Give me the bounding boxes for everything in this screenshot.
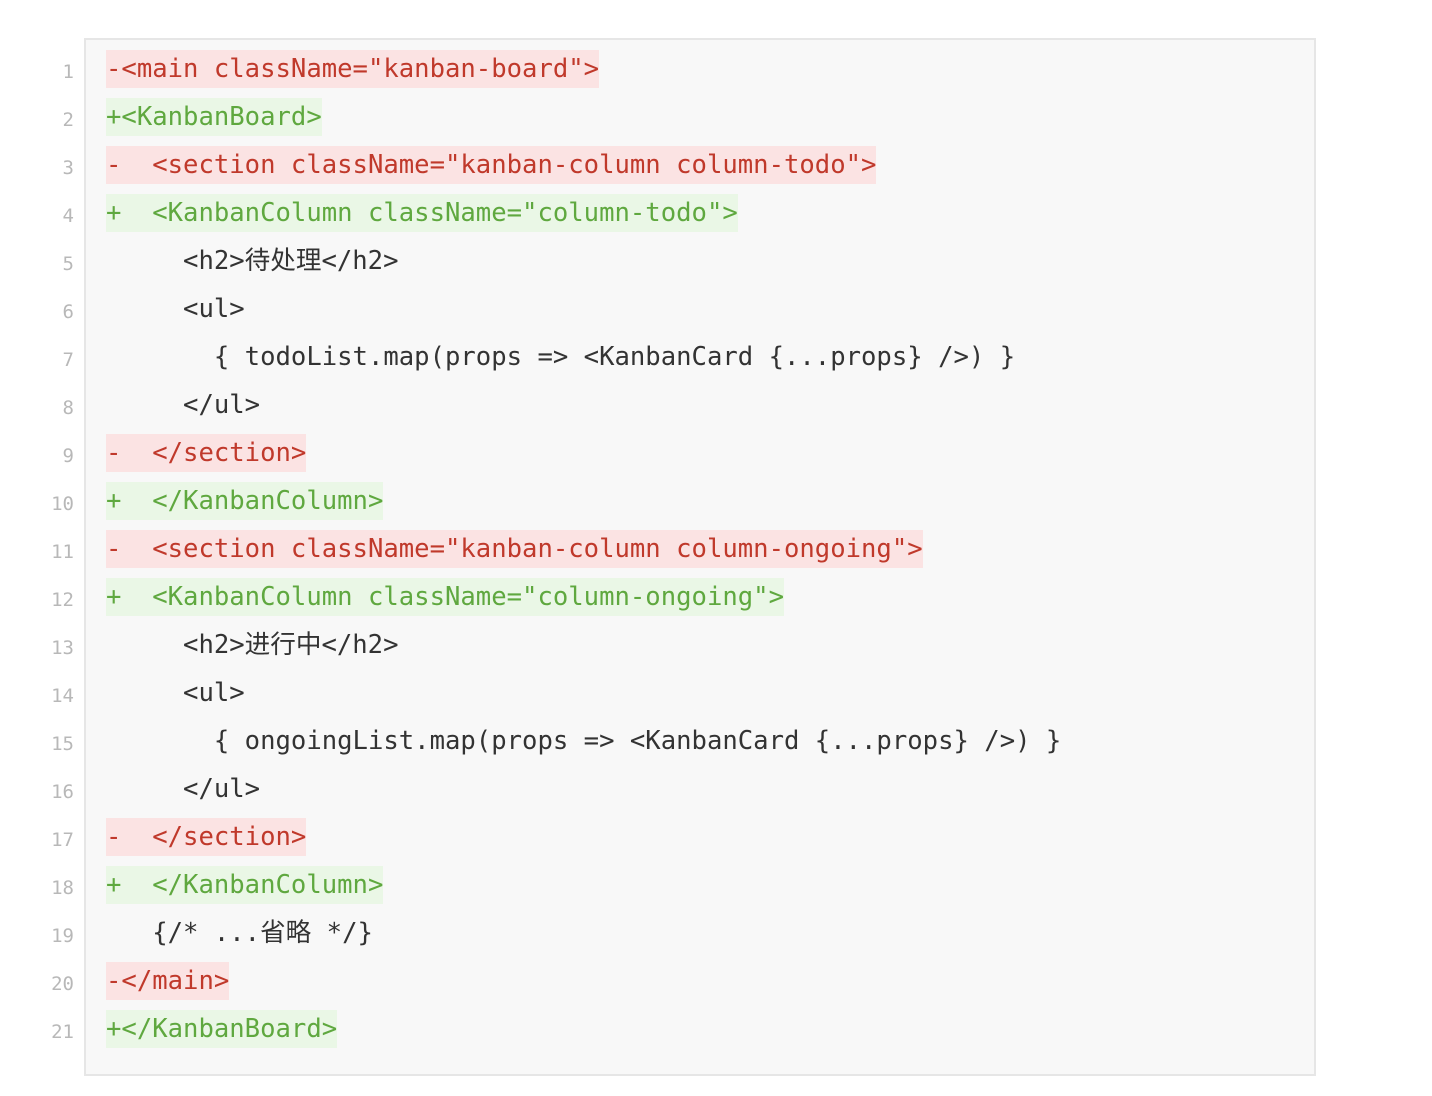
diff-line-removed: -</main>	[86, 962, 1314, 1010]
code-text: - </section>	[106, 434, 307, 472]
line-number: 13	[51, 637, 74, 659]
code-text: + <KanbanColumn className="column-ongoin…	[106, 578, 784, 616]
code-text: {/* ...省略 */}	[106, 918, 373, 948]
diff-line-context: { ongoingList.map(props => <KanbanCard {…	[86, 722, 1314, 770]
line-number: 17	[51, 829, 74, 851]
code-text: - <section className="kanban-column colu…	[106, 530, 923, 568]
diff-line-context: </ul>	[86, 386, 1314, 434]
line-number: 6	[62, 301, 74, 323]
line-number: 15	[51, 733, 74, 755]
diff-line-context: <h2>待处理</h2>	[86, 242, 1314, 290]
diff-line-added: + </KanbanColumn>	[86, 866, 1314, 914]
line-number: 21	[51, 1021, 74, 1043]
code-text: -<main className="kanban-board">	[106, 50, 600, 88]
diff-line-context: <ul>	[86, 674, 1314, 722]
code-text: -</main>	[106, 962, 230, 1000]
diff-line-removed: - </section>	[86, 434, 1314, 482]
diff-line-added: + <KanbanColumn className="column-ongoin…	[86, 578, 1314, 626]
line-number: 12	[51, 589, 74, 611]
code-text: { todoList.map(props => <KanbanCard {...…	[106, 342, 1016, 372]
diff-line-context: </ul>	[86, 770, 1314, 818]
line-number: 8	[62, 397, 74, 419]
code-text: </ul>	[106, 390, 261, 420]
diff-line-context: { todoList.map(props => <KanbanCard {...…	[86, 338, 1314, 386]
diff-line-added: + <KanbanColumn className="column-todo">	[86, 194, 1314, 242]
code-text: +<KanbanBoard>	[106, 98, 322, 136]
diff-line-context: <h2>进行中</h2>	[86, 626, 1314, 674]
line-number: 5	[62, 253, 74, 275]
code-text: + </KanbanColumn>	[106, 482, 384, 520]
line-number: 7	[62, 349, 74, 371]
line-number: 1	[62, 61, 74, 83]
diff-line-removed: - <section className="kanban-column colu…	[86, 530, 1314, 578]
diff-line-added: +<KanbanBoard>	[86, 98, 1314, 146]
code-text: +</KanbanBoard>	[106, 1010, 338, 1048]
line-number: 10	[51, 493, 74, 515]
line-number-gutter: 1 2 3 4 5 6 7 8 9 10 11 12 13 14 15 16 1…	[0, 48, 84, 1056]
code-text: - <section className="kanban-column colu…	[106, 146, 877, 184]
code-text: - </section>	[106, 818, 307, 856]
code-text: + </KanbanColumn>	[106, 866, 384, 904]
diff-line-removed: - </section>	[86, 818, 1314, 866]
diff-line-context: {/* ...省略 */}	[86, 914, 1314, 962]
line-number: 2	[62, 109, 74, 131]
line-number: 9	[62, 445, 74, 467]
diff-line-added: + </KanbanColumn>	[86, 482, 1314, 530]
code-text: <h2>待处理</h2>	[106, 246, 399, 276]
code-panel[interactable]: -<main className="kanban-board"> +<Kanba…	[84, 38, 1316, 1076]
code-text: <ul>	[106, 294, 245, 324]
line-number: 18	[51, 877, 74, 899]
diff-line-removed: -<main className="kanban-board">	[86, 50, 1314, 98]
line-number: 4	[62, 205, 74, 227]
code-text: <h2>进行中</h2>	[106, 630, 399, 660]
code-text: + <KanbanColumn className="column-todo">	[106, 194, 738, 232]
line-number: 14	[51, 685, 74, 707]
diff-line-added: +</KanbanBoard>	[86, 1010, 1314, 1058]
diff-line-context: <ul>	[86, 290, 1314, 338]
line-number: 3	[62, 157, 74, 179]
line-number: 16	[51, 781, 74, 803]
diff-line-removed: - <section className="kanban-column colu…	[86, 146, 1314, 194]
code-text: { ongoingList.map(props => <KanbanCard {…	[106, 726, 1062, 756]
line-number: 19	[51, 925, 74, 947]
line-number: 11	[51, 541, 74, 563]
code-text: </ul>	[106, 774, 261, 804]
line-number: 20	[51, 973, 74, 995]
code-text: <ul>	[106, 678, 245, 708]
